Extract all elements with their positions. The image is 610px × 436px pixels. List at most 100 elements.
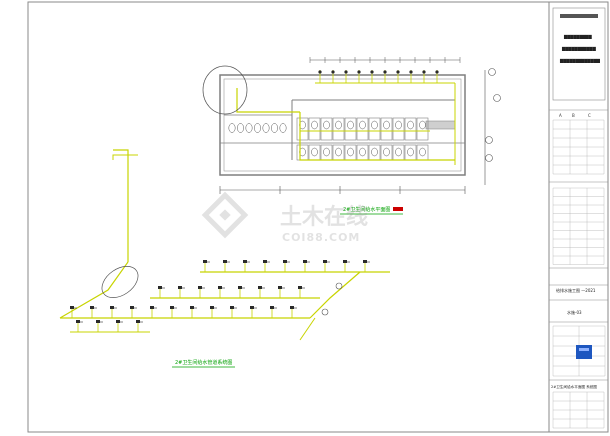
toilet-stall (308, 117, 321, 141)
plan-valve-row (318, 70, 439, 83)
toilet-fixture (323, 120, 330, 130)
company-header-bar (560, 14, 598, 18)
system-valve (136, 320, 140, 323)
plan-title: 2#卫生间给水平面图 (343, 206, 390, 213)
toilet-fixture (323, 147, 330, 157)
stall-row-upper (296, 117, 429, 141)
dimension-ticks (219, 57, 466, 194)
system-valve (223, 260, 227, 263)
system-valve (298, 286, 302, 289)
system-valve (250, 306, 254, 309)
toilet-fixture (311, 120, 318, 130)
axis-bubble (485, 154, 493, 162)
toilet-stall (404, 117, 417, 141)
axis-bubble (485, 136, 493, 144)
system-valve (70, 306, 74, 309)
toilet-stall (380, 144, 393, 161)
axis-bubble (493, 94, 501, 102)
system-valve (110, 306, 114, 309)
system-fixtures (70, 260, 370, 332)
urinal-fixture (254, 123, 261, 133)
system-title: 2#卫生间给水管道系统图 (175, 359, 232, 366)
system-valve (90, 306, 94, 309)
signature-table (552, 187, 605, 265)
system-valve (96, 320, 100, 323)
toilet-fixture (311, 147, 318, 157)
toilet-stall (296, 144, 309, 161)
system-valve (178, 286, 182, 289)
urinal-fixture (228, 123, 236, 133)
floor-plan (202, 57, 501, 194)
system-valve (230, 306, 234, 309)
toilet-fixture (335, 147, 342, 157)
system-valve (130, 306, 134, 309)
system-valve (290, 306, 294, 309)
valve-node (409, 70, 413, 74)
toilet-stall (392, 144, 405, 161)
company-box (552, 7, 606, 101)
system-marker (321, 308, 329, 316)
toilet-stall (320, 144, 333, 161)
system-valve (210, 306, 214, 309)
plan-inner-wall (223, 78, 462, 172)
urinal-fixture (279, 123, 287, 133)
system-valve (190, 306, 194, 309)
system-valve (263, 260, 267, 263)
section-label: A (559, 113, 562, 118)
system-riser (113, 149, 129, 262)
valve-node (318, 70, 322, 74)
section-label: B (572, 113, 575, 118)
toilet-fixture (383, 147, 390, 157)
urinal-fixture (262, 123, 270, 133)
toilet-fixture (419, 147, 426, 157)
toilet-stall (332, 144, 345, 161)
plan-corridor (425, 120, 456, 130)
urinal-fixture (245, 123, 253, 133)
toilet-fixture (419, 120, 426, 130)
company-line: ▇▇▇▇▇▇▇▇▇▇▇ (561, 46, 597, 51)
toilet-stall (416, 144, 429, 161)
toilet-fixture (347, 120, 354, 130)
toilet-stall (296, 117, 309, 141)
system-pipe (59, 261, 129, 319)
toilet-stall (392, 117, 405, 141)
toilet-fixture (395, 147, 402, 157)
watermark-sub-text: COI88.COM (282, 231, 360, 244)
toilet-fixture (335, 120, 342, 130)
system-valve (158, 286, 162, 289)
system-valve (170, 306, 174, 309)
system-valve (203, 260, 207, 263)
system-callout (101, 265, 139, 299)
toilet-fixture (359, 120, 366, 130)
drawing-code: 给排水施工图 一2021 (556, 287, 596, 293)
system-valve (283, 260, 287, 263)
toilet-stall (320, 117, 333, 141)
axis-bubble (488, 68, 496, 76)
urinal-fixture (237, 123, 244, 133)
toilet-stall (416, 117, 429, 141)
toilet-stall (356, 117, 369, 141)
toilet-stall (380, 117, 393, 141)
system-valve (218, 286, 222, 289)
valve-node (370, 70, 374, 74)
pipe-system-diagram (59, 149, 390, 341)
drawing-border (27, 1, 609, 433)
toilet-fixture (395, 120, 402, 130)
system-valve (116, 320, 120, 323)
toilet-stall (404, 144, 417, 161)
approval-stamp (576, 345, 592, 359)
toilet-stall (368, 117, 381, 141)
plan-pipe-branch (299, 112, 455, 161)
footer-line: 2#卫生间给水平面图 系统图 (551, 384, 597, 389)
toilet-stall (308, 144, 321, 161)
stall-row-lower (296, 144, 429, 161)
company-line: ▇▇▇▇▇▇▇▇▇▇▇▇▇ (559, 58, 601, 63)
system-valve (270, 306, 274, 309)
valve-node (357, 70, 361, 74)
toilet-fixture (407, 120, 414, 130)
revision-table (552, 119, 605, 175)
toilet-fixture (383, 120, 390, 130)
sink-row (228, 123, 287, 133)
detail-callout (202, 65, 248, 115)
